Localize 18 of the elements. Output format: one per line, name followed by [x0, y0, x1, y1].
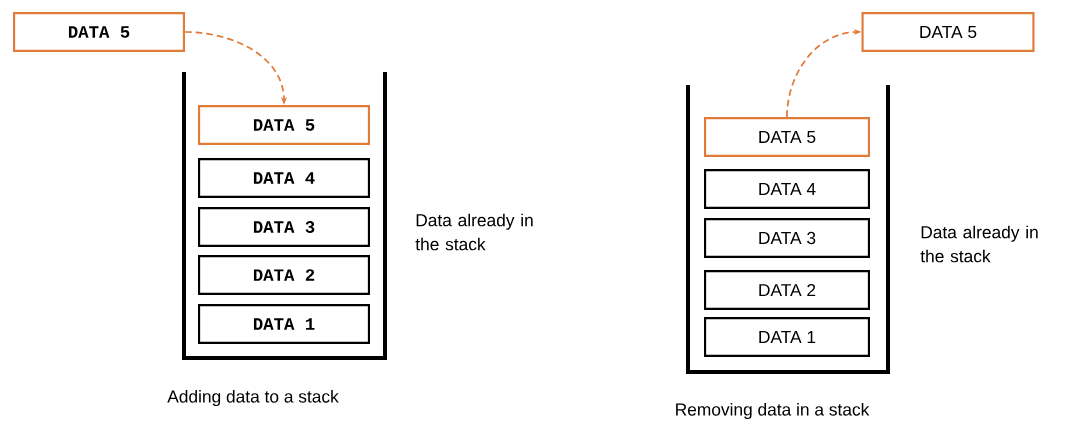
data-box: DATA 5: [198, 105, 370, 145]
data-box: DATA 3: [704, 218, 870, 258]
note-text: Data already in the stack: [920, 225, 1038, 263]
data-box: DATA 1: [198, 304, 370, 344]
data-box: DATA 5: [704, 117, 870, 157]
caption: Adding data to a stack: [167, 389, 339, 407]
data-box: DATA 5: [861, 12, 1035, 52]
data-box: DATA 4: [704, 169, 870, 209]
note-text: Data already in the stack: [415, 213, 533, 251]
stack-container: [686, 85, 890, 374]
data-box: DATA 2: [704, 270, 870, 310]
data-box: DATA 5: [13, 12, 185, 52]
data-box: DATA 4: [198, 158, 370, 198]
data-box: DATA 1: [704, 317, 870, 357]
caption: Removing data in a stack: [676, 402, 870, 420]
data-box: DATA 3: [198, 207, 370, 247]
data-box: DATA 2: [198, 255, 370, 295]
stack-container: [182, 72, 387, 360]
